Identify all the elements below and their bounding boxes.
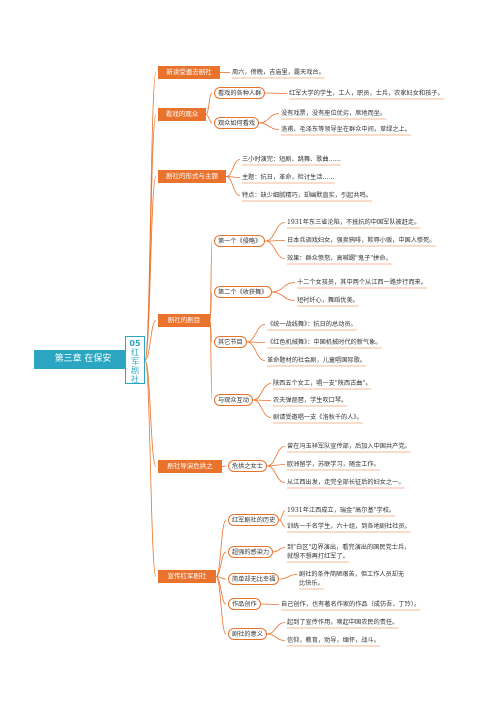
leaf-meaning-1: 信仰，教育，劝导，缅怀，战斗。 [287, 637, 380, 644]
edge-section-node [215, 576, 227, 605]
edge-chapter-section [144, 359, 157, 577]
leaf-other-1: 《红色机械舞》：中国机械时代的新气象。 [267, 339, 382, 346]
edge-section-node [215, 576, 227, 635]
section-propaganda[interactable]: 宣传红军剧社 [158, 570, 216, 583]
section-invited[interactable]: 新读受邀去剧社 [158, 66, 220, 79]
edge-node-leaf [265, 222, 286, 242]
edge-section-node [209, 291, 213, 321]
leaf-happiness-0: 剧社的条件简陋艰苦，但工作人员却无 [299, 571, 405, 578]
edge-node-leaf [252, 383, 272, 401]
leaf-history-0: 1931年江西成立，瑞金"高尔基"学校。 [287, 507, 396, 514]
leaf-invited-0: 周六，傍晚，吉庙里，露天戏台。 [232, 69, 325, 76]
leaf-influence-1: 就想不想再打红军了。 [287, 553, 349, 560]
section-director[interactable]: 剧社导演危拱之 [158, 460, 222, 473]
leaf-wei-2: 从江西出发，走完全部长征后的妇女之一。 [287, 479, 405, 486]
edge-node-leaf [271, 282, 296, 293]
chapter-number: 05 [129, 339, 141, 348]
leaf-happiness-1: 比快乐。 [299, 580, 324, 587]
node-meaning[interactable]: 剧社的意义 [228, 628, 267, 640]
node-happiness[interactable]: 简单却无比幸福 [228, 573, 280, 585]
edge-node-leaf [246, 324, 266, 343]
leaf-interaction-1: 农夫弹琵琶，学生吹口琴。 [273, 397, 348, 404]
edge-node-leaf [259, 122, 280, 130]
root-topic[interactable]: 第三章 在保安 [34, 350, 132, 369]
edge-node-leaf [259, 113, 280, 124]
leaf-creation-0: 自己创作，也有著名作家的作品（成仿吾，丁玲）。 [281, 601, 421, 608]
leaf-program-1-2: 效果：群众愤怒，高喊踢"鬼子"拼命。 [287, 255, 392, 262]
leaf-wei-1: 欧洲留学，苏联学习，随金工作。 [287, 461, 380, 468]
edge-chapter-section [144, 72, 157, 361]
leaf-program-1-1: 日本兵调戏妇女，强卖鸦啡，欺辱小贩，中国人惨死。 [287, 237, 436, 244]
edge-chapter-section [144, 359, 157, 467]
edge-node-leaf [246, 341, 266, 361]
leaf-interaction-2: 剧请受邀唱一支《洛秋千的人》。 [273, 414, 363, 421]
leaf-program-2-1: 短衬纤心，舞蹈优美。 [297, 297, 359, 304]
edge-section-node [215, 519, 227, 577]
edge-section-leaf [225, 159, 241, 177]
edge-chapter-section [144, 114, 157, 361]
edge-node-leaf [279, 510, 286, 521]
node-program-2[interactable]: 第二个《收获舞》 [214, 286, 272, 298]
node-influence[interactable]: 超强的感染力 [228, 546, 274, 558]
edge-section-node [205, 114, 213, 124]
leaf-other-0: 《统一战线舞》：抗日的总动员。 [267, 321, 357, 328]
edge-section-node [205, 92, 213, 115]
edge-node-leaf [266, 465, 286, 483]
edge-node-leaf [252, 399, 272, 418]
leaf-influence-0: 到"白区"边界演出，看完演出的国民党士兵， [287, 544, 411, 551]
edge-section-node [215, 576, 227, 580]
edge-node-leaf [260, 603, 280, 605]
leaf-interaction-0: 陕西五个女工，唱一支"陕西古曲"。 [273, 380, 372, 387]
edge-node-leaf [271, 291, 296, 301]
edge-node-leaf [266, 622, 286, 635]
edge-node-leaf [265, 240, 286, 259]
edge-node-leaf [265, 92, 288, 94]
edge-chapter-section [144, 176, 157, 361]
node-creation[interactable]: 作品创作 [228, 598, 261, 610]
leaf-form-1: 主题：抗日，革命，检讨生活…… [242, 174, 335, 181]
edge-node-leaf [273, 547, 286, 553]
leaf-other-2: 革命题材的社会剧，儿童唱国际歌。 [267, 357, 366, 364]
edge-section-node [209, 320, 213, 401]
chapter-node[interactable]: 05 红军剧社 [125, 336, 145, 384]
leaf-meaning-0: 起到了宣传作用，唤起中国农民的责任。 [287, 619, 399, 626]
edge-section-node [221, 465, 227, 467]
leaf-history-1: 训练一千名学生，六十组，到各地剧社社员。 [287, 523, 411, 530]
section-form-theme[interactable]: 剧社的形式与主题 [158, 170, 226, 183]
edge-node-leaf [279, 574, 298, 580]
edge-node-leaf [266, 446, 286, 467]
node-audience-groups[interactable]: 看戏的各种人群 [214, 87, 266, 99]
node-program-1[interactable]: 第一个《侵略》 [214, 235, 266, 247]
chapter-name: 红军剧社 [131, 348, 139, 384]
section-programs[interactable]: 剧社的剧目 [158, 314, 210, 327]
leaf-program-2-0: 十二个女孩员，其中两个从江西一路步行而来。 [297, 279, 427, 286]
node-wei-gongzhi[interactable]: 危拱之女士 [228, 460, 267, 472]
leaf-wei-0: 曾在冯玉祥军队宣传部，后加入中国共产党。 [287, 443, 411, 450]
node-how-watch[interactable]: 观众如何看戏 [214, 117, 260, 129]
leaf-form-0: 三小时演完：短剧、跳舞、歌曲…… [242, 156, 341, 163]
leaf-how-watch-0: 没有戏票，没有座位优劣，席地而坐。 [281, 110, 387, 117]
edge-node-leaf [279, 519, 286, 527]
leaf-audience-groups-0: 红军大学的学生，工人，职员，士兵，农家妇女和孩子。 [289, 90, 444, 97]
leaf-program-1-0: 1931年东三省沦陷，不抵抗的中国军队被赶走。 [287, 219, 421, 226]
edge-node-leaf [266, 633, 286, 641]
section-audience[interactable]: 看戏的观众 [158, 108, 206, 121]
leaf-form-2: 特点：缺少细腻精巧，却幽默直实，引起共鸣。 [242, 192, 372, 199]
leaf-how-watch-1: 洛甫、毛泽东等领导坐在群众中间，草绿之上。 [281, 126, 411, 133]
edge-section-leaf [225, 176, 241, 196]
edge-section-node [215, 551, 227, 577]
node-history[interactable]: 红军剧社的历史 [228, 514, 280, 526]
node-interaction[interactable]: 与观众互动 [214, 394, 253, 406]
node-other-programs[interactable]: 其它节目 [214, 336, 247, 348]
edge-chapter-section [144, 320, 157, 361]
